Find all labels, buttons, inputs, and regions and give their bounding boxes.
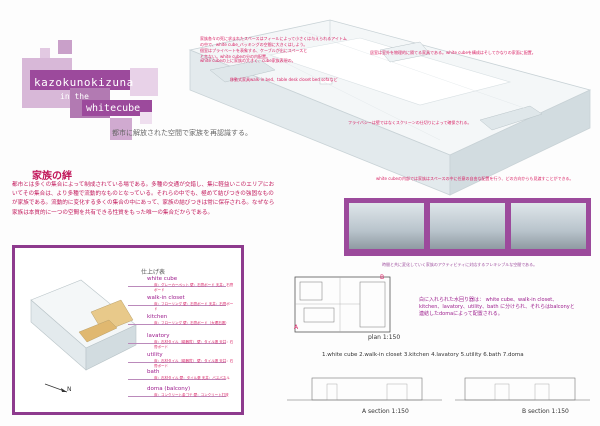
project-title-sub: whitecube xyxy=(86,103,141,114)
room-finish: 床：石材タイル（磁器質） 壁：タイル張 天井：石膏ボード xyxy=(154,340,234,349)
leader-line xyxy=(128,286,226,287)
title-deco-square xyxy=(30,70,130,90)
annotation-note: 居室は室外を物理的に隔てる家具である。white cubeを構成はそしてかなりの… xyxy=(370,50,536,55)
unit-isometric-model xyxy=(30,279,137,371)
section-heading: 家族の絆 xyxy=(32,171,72,182)
photo-caption: 時間と共に変化していく家族のアクティビティに対応するフレキシブルな空間である。 xyxy=(382,262,538,267)
section-b-label: B section 1:150 xyxy=(522,408,569,415)
annotation-note: 移動式家具walk-in bed、table desk closet bed s… xyxy=(230,77,338,82)
room-legend: 1.white cube 2.walk-in closet 3.kitchen … xyxy=(322,352,524,358)
room-finish: 床：フローリング 壁：石膏ボード 天井：石膏ボード xyxy=(154,302,234,311)
room-finish: 床：石材タイル（磁器質） 壁：タイル張 天井：石膏ボード xyxy=(154,359,234,368)
isometric-perspective-drawing xyxy=(188,19,592,196)
leader-line xyxy=(128,343,226,344)
finish-table-heading: 仕上げ表 xyxy=(141,269,166,276)
interior-photo xyxy=(430,203,505,249)
interior-photo xyxy=(511,203,586,249)
plan-mark-a: A xyxy=(294,324,299,331)
section-b-drawing xyxy=(455,377,590,401)
plan-mark-b: B xyxy=(380,274,385,281)
project-subtitle: 都市に解放された空間で家族を再認識する。 xyxy=(112,129,252,137)
room-label: walk-in closet xyxy=(147,295,185,301)
project-title-connector: in the xyxy=(60,92,89,101)
title-deco-square xyxy=(130,68,158,96)
annotation-note: white cubeの内部では家族はスペースの中に任意の自由な配置を行う、どの方… xyxy=(376,176,574,181)
room-label: utility xyxy=(147,352,163,358)
north-label: N xyxy=(67,386,72,393)
plan-scale-label: plan 1:150 xyxy=(368,334,401,341)
room-label: doma (balcony) xyxy=(147,386,191,392)
leader-line xyxy=(128,379,226,380)
room-label: lavatory xyxy=(147,333,170,339)
room-finish: 床：フローリング 壁：石膏ボード（大理石張） xyxy=(154,321,229,325)
annotation-note: フライバシーは壁ではなくスクリーンの仕切りによって確保される。 xyxy=(348,120,472,125)
concept-body-text: 都市とは多くの集合によって制成されている場である。多種の交通が交錯し、集に軽益い… xyxy=(12,182,275,216)
annotation-note: white cubeの上に家族の大きく、cube家族表現の。 xyxy=(200,58,296,63)
leader-line xyxy=(128,396,226,397)
room-finish: 床：石材タイル 壁：タイル張 天井：バスパネル xyxy=(154,376,230,380)
north-arrow-icon xyxy=(44,383,68,393)
plan-description: 白に入れられた水回り器は： white cube、walk-in closet、… xyxy=(419,297,575,317)
section-a-drawing xyxy=(287,377,442,401)
floor-plan-drawing xyxy=(294,276,391,333)
title-deco-square xyxy=(40,48,50,58)
room-label: kitchen xyxy=(147,314,168,320)
title-deco-square xyxy=(58,40,72,54)
title-deco-square xyxy=(110,118,132,140)
annotation-note: 家族各々の死に求まれたスペースはフィールによって小さくは与えられるアイトムの中で… xyxy=(200,36,347,47)
project-title: kazokunokizuna xyxy=(34,76,134,89)
room-finish: 床：グレーカーペット 壁：石膏ボード 天井：石膏ボード xyxy=(154,283,234,292)
annotation-note: 個室はプライベートを表象する、ケーブルが出にスペースとと言ない。white cu… xyxy=(200,48,308,59)
section-a-label: A section 1:150 xyxy=(362,408,409,415)
title-deco-square xyxy=(140,112,152,124)
title-deco-square xyxy=(82,100,152,116)
leader-line xyxy=(128,324,226,325)
leader-line xyxy=(128,305,226,306)
room-label: white cube xyxy=(147,276,178,282)
leader-line xyxy=(128,362,226,363)
finish-table-frame: N xyxy=(12,245,244,415)
interior-photo-strip xyxy=(344,198,591,256)
room-label: bath xyxy=(147,369,160,375)
interior-photo xyxy=(349,203,424,249)
room-finish: 床：コンクリート金ゴテ 壁：コンクリート打放 xyxy=(154,393,229,397)
